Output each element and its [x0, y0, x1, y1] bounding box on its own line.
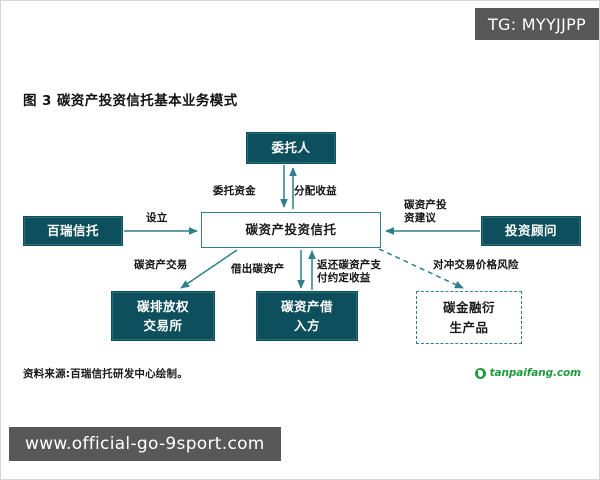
node-investment-advisor: 投资顾问	[481, 216, 581, 246]
node-derivative-label-line2: 生产品	[449, 319, 489, 335]
node-borrower-label-line1: 碳资产借	[280, 298, 333, 314]
node-trustor-label: 委托人	[271, 140, 311, 156]
node-carbon-asset-investment-trust: 碳资产投资信托	[201, 212, 381, 248]
node-trust-label: 碳资产投资信托	[245, 222, 337, 238]
node-bairui-trust: 百瑞信托	[23, 216, 123, 246]
edge-label-hedge: 对冲交易价格风险	[433, 259, 519, 271]
site-logo: tanpaifang.com	[474, 367, 582, 379]
edge-label-lend: 借出碳资产	[231, 263, 285, 275]
node-trustor: 委托人	[246, 132, 336, 164]
edge-carbon-trade	[180, 249, 238, 289]
node-carbon-emission-exchange: 碳排放权 交易所	[111, 291, 215, 341]
edge-label-distribute: 分配收益	[294, 185, 337, 197]
node-derivative-label-line1: 碳金融衍	[442, 300, 495, 316]
leaf-circle-icon	[474, 367, 486, 379]
watermark-top-right: TG: MYYJJPP	[474, 8, 599, 40]
site-logo-text: tanpaifang.com	[489, 367, 582, 379]
node-advisor-label: 投资顾问	[504, 223, 557, 239]
node-borrower-label-line2: 入方	[293, 318, 320, 333]
edge-label-return: 返还碳资产支付约定收益	[317, 259, 382, 285]
edge-label-advice: 碳资产投资建议	[404, 199, 447, 225]
edge-label-entrust: 委托资金	[213, 185, 256, 197]
node-exchange-label-line2: 交易所	[143, 318, 183, 333]
edge-label-establish: 设立	[146, 212, 168, 224]
node-exchange-label-line1: 碳排放权	[136, 298, 189, 314]
node-bairui-label: 百瑞信托	[46, 223, 99, 239]
figure-source: 资料来源:百瑞信托研发中心绘制。	[23, 368, 188, 380]
watermark-bottom-left: www.official-go-9sport.com	[9, 427, 281, 461]
edge-label-carbon-trade: 碳资产交易	[134, 259, 188, 271]
node-carbon-asset-borrower: 碳资产借 入方	[256, 291, 358, 341]
figure-title: 图 3 碳资产投资信托基本业务模式	[23, 93, 238, 109]
node-carbon-financial-derivatives: 碳金融衍 生产品	[416, 291, 522, 344]
